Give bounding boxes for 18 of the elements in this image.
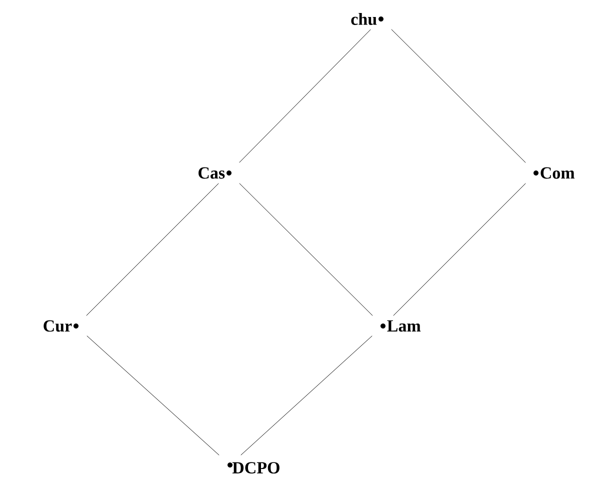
node-label: Cas — [198, 167, 225, 179]
lattice-point: DCPO — [228, 462, 280, 474]
line — [86, 336, 220, 456]
line — [391, 29, 526, 163]
lattice-point: Com — [534, 167, 575, 179]
line — [240, 336, 372, 456]
lattice-point: chu — [351, 13, 384, 25]
line — [86, 183, 219, 316]
node-label: Cur — [44, 320, 72, 332]
line — [393, 183, 526, 316]
lattice-point: Cas — [198, 167, 232, 179]
lattice-point: Lam — [380, 320, 421, 332]
node-label: chu — [351, 12, 377, 25]
line — [239, 29, 371, 163]
line — [239, 183, 373, 316]
node-label: Lam — [387, 320, 421, 332]
lattice-point: Cur — [44, 320, 78, 332]
node-label: Com — [540, 167, 575, 179]
